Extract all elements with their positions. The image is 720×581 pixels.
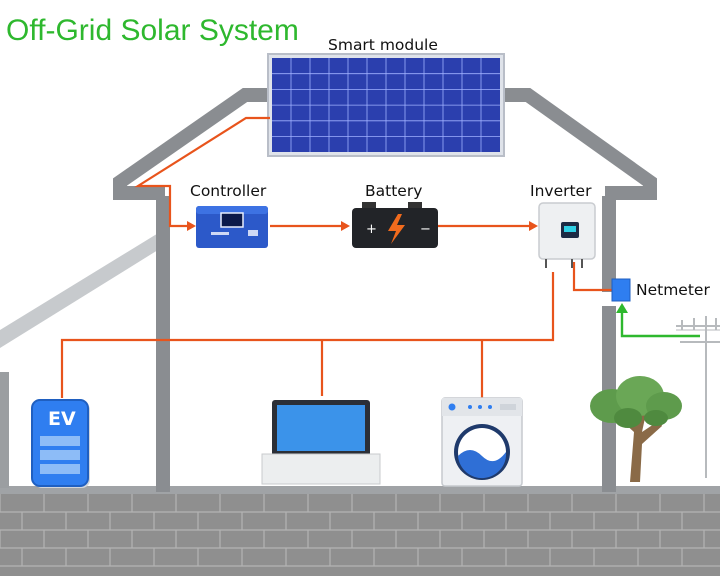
ev-label: EV	[48, 408, 76, 430]
floor-line	[0, 486, 720, 494]
laptop	[261, 400, 381, 485]
washing-machine	[441, 397, 523, 487]
svg-text:+: +	[366, 222, 377, 237]
ac-bus-wire	[60, 272, 555, 398]
page-title: Off-Grid Solar System	[6, 14, 299, 47]
brick-pattern	[0, 511, 720, 567]
inverter-to-netmeter-wire	[572, 262, 612, 292]
smart-module-label: Smart module	[328, 36, 438, 54]
tree	[590, 376, 682, 482]
controller-label: Controller	[190, 182, 267, 200]
ground-wall	[0, 494, 720, 576]
solar-panel	[267, 53, 505, 157]
ev-charger	[31, 399, 90, 488]
panel-to-controller-wire	[134, 116, 270, 228]
arrowheads	[187, 221, 538, 231]
right-wall-upper	[602, 196, 616, 292]
netmeter-device	[611, 278, 631, 302]
battery-device: + −	[352, 202, 438, 248]
battery-label: Battery	[365, 182, 423, 200]
shed-wall	[0, 372, 9, 488]
grid-wire	[616, 303, 700, 338]
controller-device	[196, 206, 268, 248]
netmeter-label: Netmeter	[636, 281, 710, 299]
dc-wiring	[60, 116, 612, 398]
inverter-label: Inverter	[530, 182, 592, 200]
inverter-device	[538, 202, 596, 268]
svg-text:−: −	[420, 222, 431, 237]
shed-roof	[0, 232, 166, 348]
left-wall	[156, 196, 170, 492]
power-pole	[676, 316, 720, 478]
